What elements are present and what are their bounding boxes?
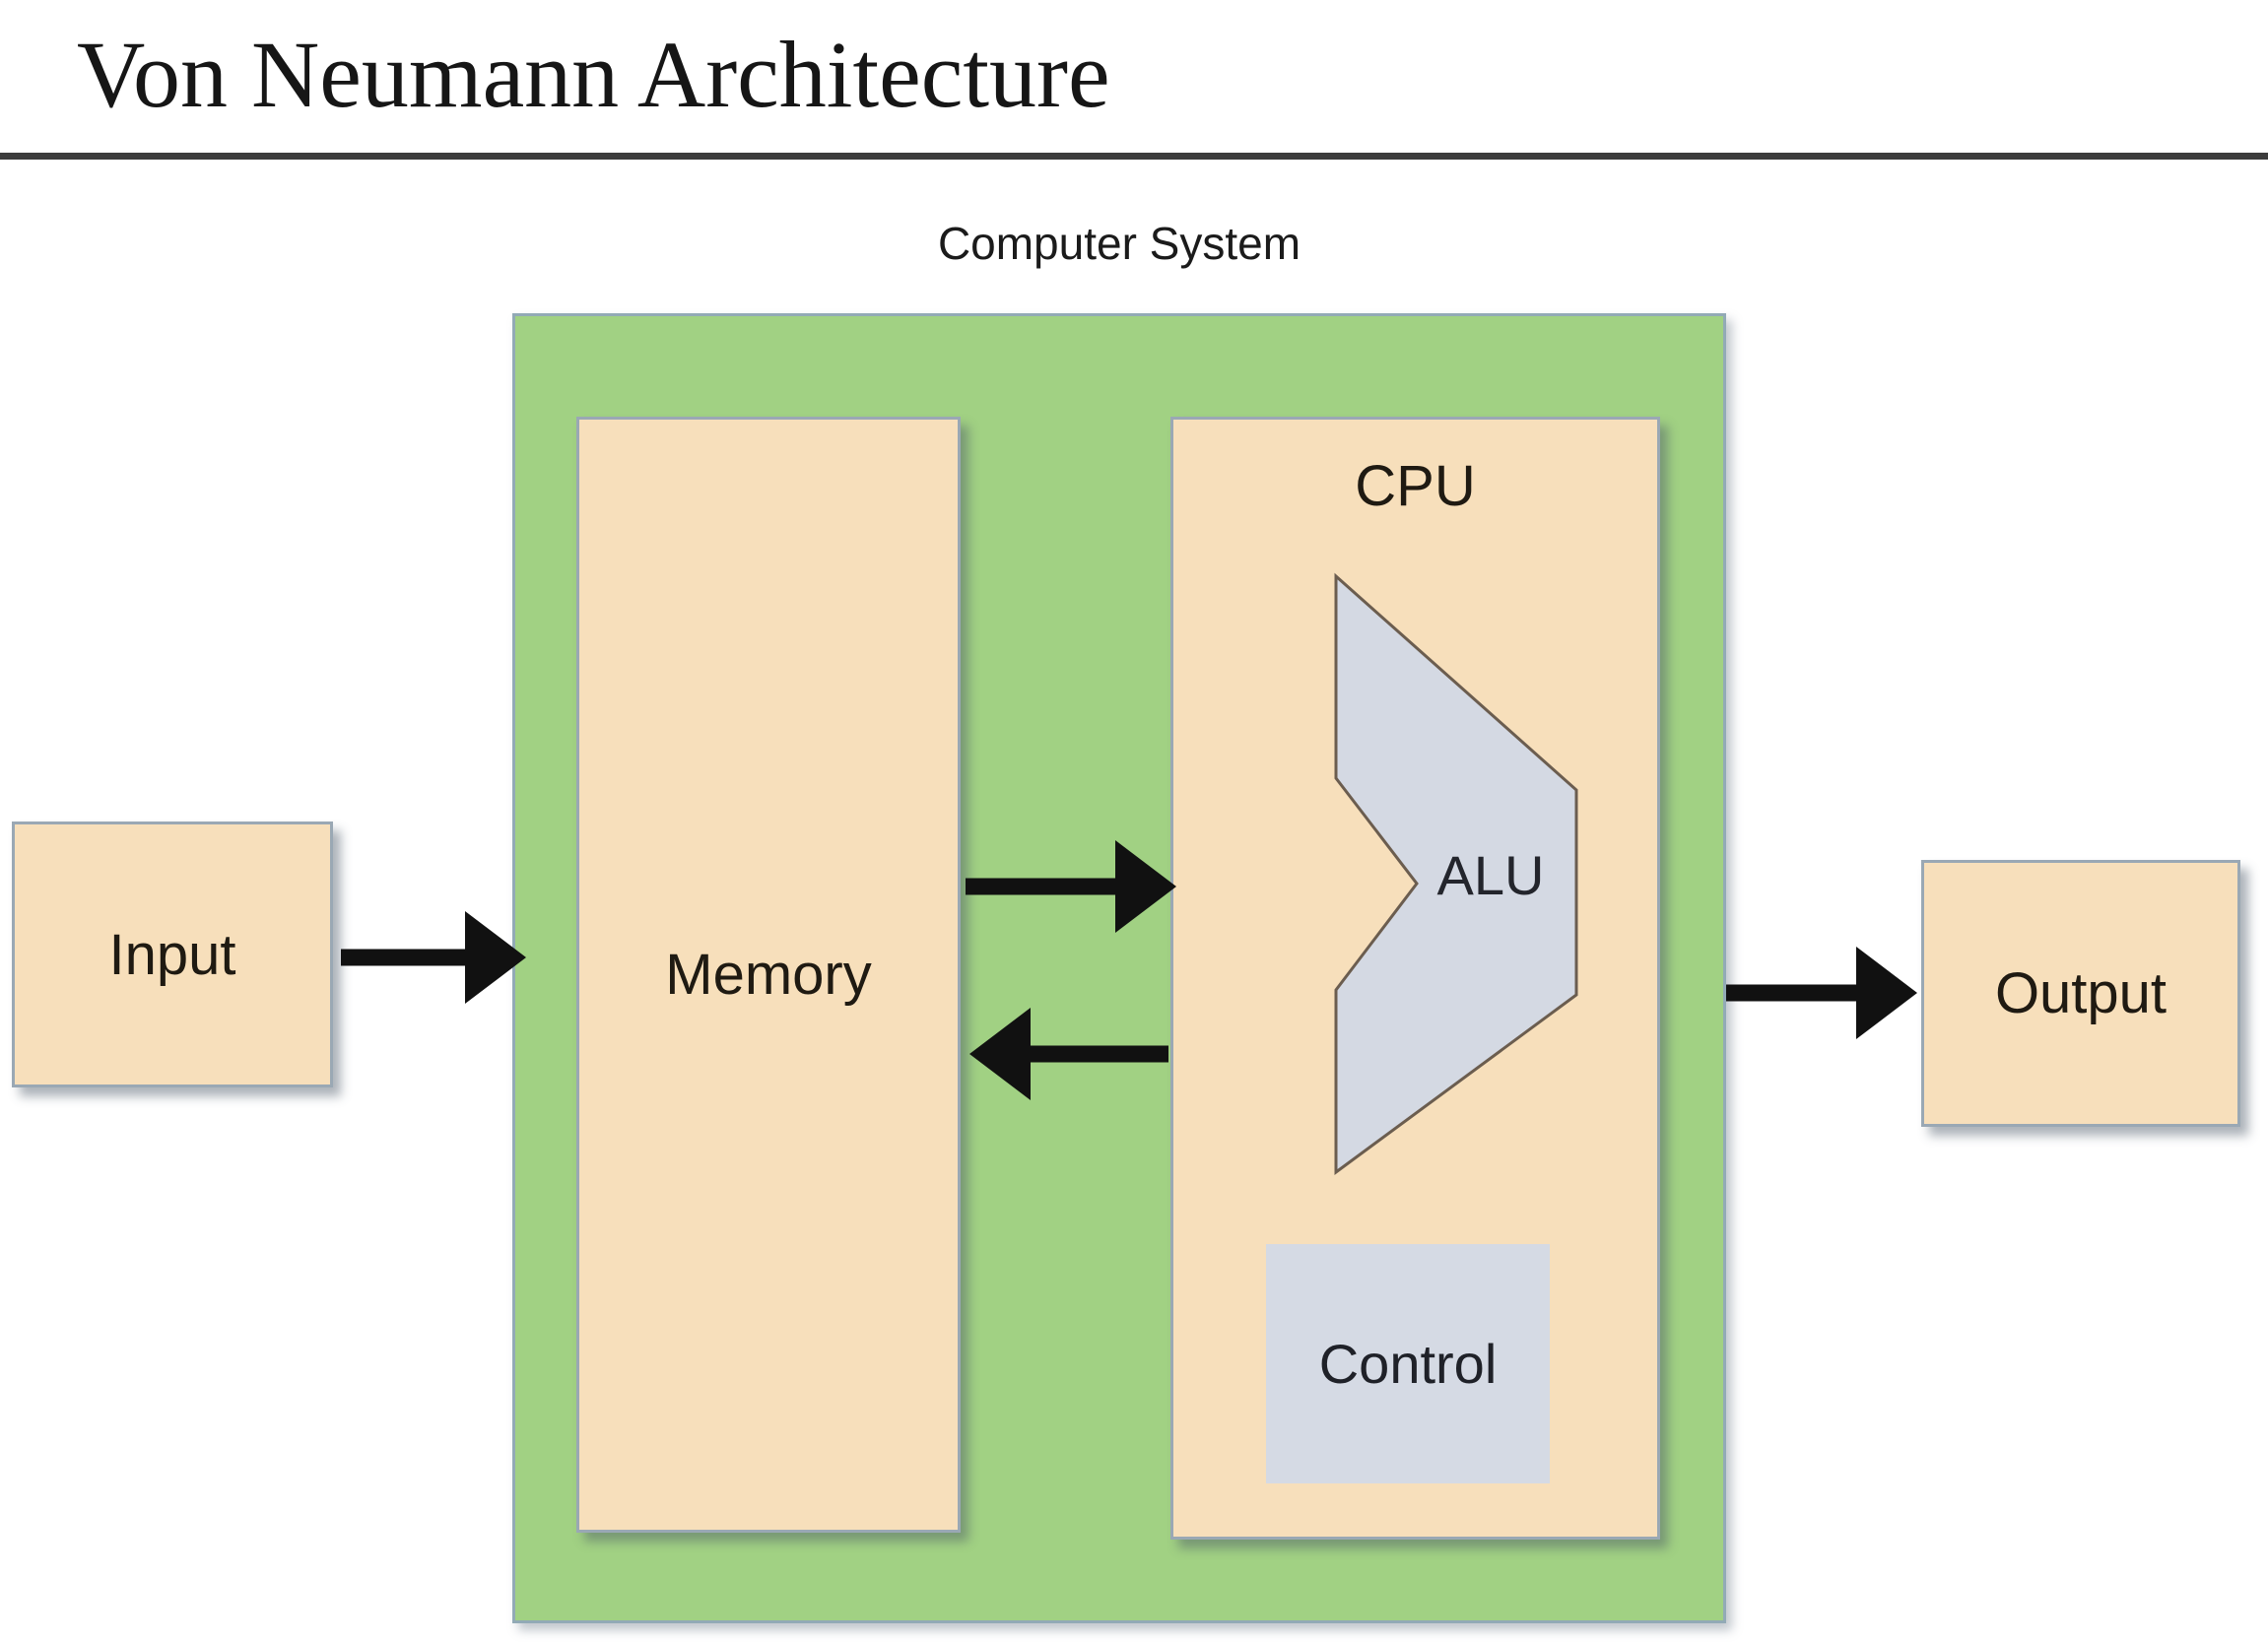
memory-label: Memory — [665, 943, 872, 1007]
arrow-computer-system-to-output — [1726, 947, 1917, 1039]
memory-box: Memory — [576, 417, 961, 1533]
computer-system-box: Memory CPU ALU Control — [512, 313, 1726, 1623]
title-underline — [0, 153, 2268, 160]
alu-label: ALU — [1436, 844, 1545, 906]
output-label: Output — [1994, 961, 2168, 1025]
cpu-label: CPU — [1355, 454, 1476, 518]
arrow-input-to-computer-system — [341, 911, 526, 1004]
cpu-box: CPU ALU Control — [1170, 417, 1660, 1540]
control-label: Control — [1318, 1333, 1498, 1395]
page-title: Von Neumann Architecture — [77, 22, 1110, 127]
computer-system-label: Computer System — [937, 218, 1301, 269]
output-box: Output — [1921, 860, 2240, 1127]
input-box: Input — [12, 822, 333, 1087]
alu-polygon — [1334, 572, 1578, 1175]
alu-shape — [1334, 572, 1578, 1175]
input-label: Input — [108, 922, 236, 987]
control-box: Control — [1266, 1244, 1550, 1483]
